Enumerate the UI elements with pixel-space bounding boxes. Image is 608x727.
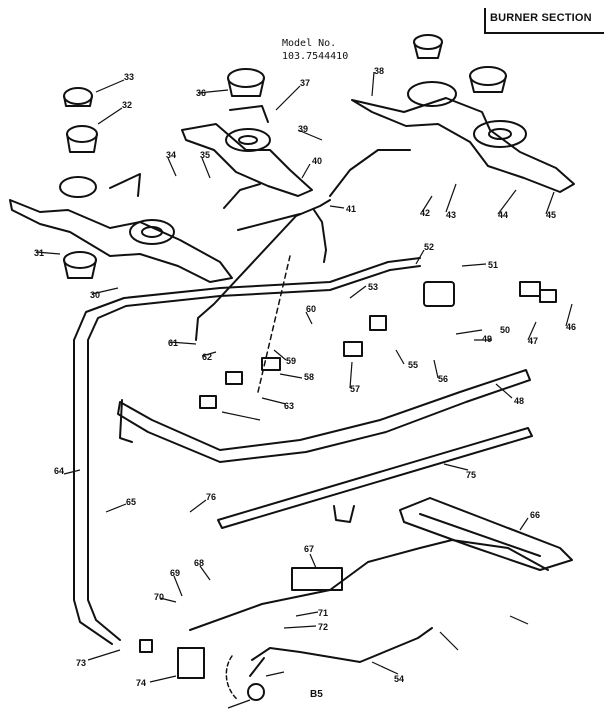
callout-51: 51 — [488, 260, 498, 270]
section-title: BURNER SECTION — [490, 12, 592, 24]
callout-56: 56 — [438, 374, 448, 384]
callout-59: 59 — [286, 356, 296, 366]
callout-64: 64 — [54, 466, 64, 476]
callout-44: 44 — [498, 210, 508, 220]
leader-lines — [35, 71, 573, 709]
callout-55: 55 — [408, 360, 418, 370]
callout-67: 67 — [304, 544, 314, 554]
callout-34: 34 — [166, 150, 176, 160]
callout-70: 70 — [154, 592, 164, 602]
callout-58: 58 — [304, 372, 314, 382]
callout-76: 76 — [206, 492, 216, 502]
valve-row — [199, 281, 557, 409]
callout-62: 62 — [202, 352, 212, 362]
callout-35: 35 — [200, 150, 210, 160]
callout-74: 74 — [136, 678, 146, 688]
callout-49: 49 — [482, 334, 492, 344]
pilot-tubing — [195, 149, 411, 393]
callout-65: 65 — [126, 497, 136, 507]
callout-38: 38 — [374, 66, 384, 76]
callout-66: 66 — [530, 510, 540, 520]
callout-43: 43 — [446, 210, 456, 220]
middle-burner-bar — [181, 105, 313, 197]
callout-36: 36 — [196, 88, 206, 98]
callout-39: 39 — [298, 124, 308, 134]
model-label: Model No. — [282, 38, 337, 49]
burner-caps — [63, 34, 507, 279]
callout-54: 54 — [394, 674, 404, 684]
header-box — [484, 8, 604, 34]
callout-50: 50 — [500, 325, 510, 335]
callout-71: 71 — [318, 608, 328, 618]
flat-bar — [217, 427, 533, 529]
callout-46: 46 — [566, 322, 576, 332]
callout-45: 45 — [546, 210, 556, 220]
callout-numbers: 33 32 36 37 38 39 34 35 40 41 42 43 44 45 31 52 51 53 30 60… — [34, 66, 576, 688]
callout-73: 73 — [76, 658, 86, 668]
callout-33: 33 — [124, 72, 134, 82]
callout-53: 53 — [368, 282, 378, 292]
callout-31: 31 — [34, 248, 44, 258]
callout-57: 57 — [350, 384, 360, 394]
callout-37: 37 — [300, 78, 310, 88]
lower-valve-block — [139, 567, 343, 701]
callout-69: 69 — [170, 568, 180, 578]
model-number: 103.7544410 — [282, 51, 349, 62]
callout-32: 32 — [122, 100, 132, 110]
callout-47: 47 — [528, 336, 538, 346]
callout-30: 30 — [90, 290, 100, 300]
callout-61: 61 — [168, 338, 178, 348]
callout-52: 52 — [424, 242, 434, 252]
callout-48: 48 — [514, 396, 524, 406]
callout-40: 40 — [312, 156, 322, 166]
broiler-burner — [399, 497, 573, 571]
manifold-tubing — [73, 257, 549, 677]
callout-72: 72 — [318, 622, 328, 632]
burner-support-rail — [117, 369, 531, 463]
callout-41: 41 — [346, 204, 356, 214]
callout-68: 68 — [194, 558, 204, 568]
right-burner-bar — [351, 81, 575, 193]
left-burner-bar — [9, 173, 233, 283]
callout-75: 75 — [466, 470, 476, 480]
callout-42: 42 — [420, 208, 430, 218]
callout-63: 63 — [284, 401, 294, 411]
page-code: B5 — [310, 689, 323, 700]
callout-60: 60 — [306, 304, 316, 314]
